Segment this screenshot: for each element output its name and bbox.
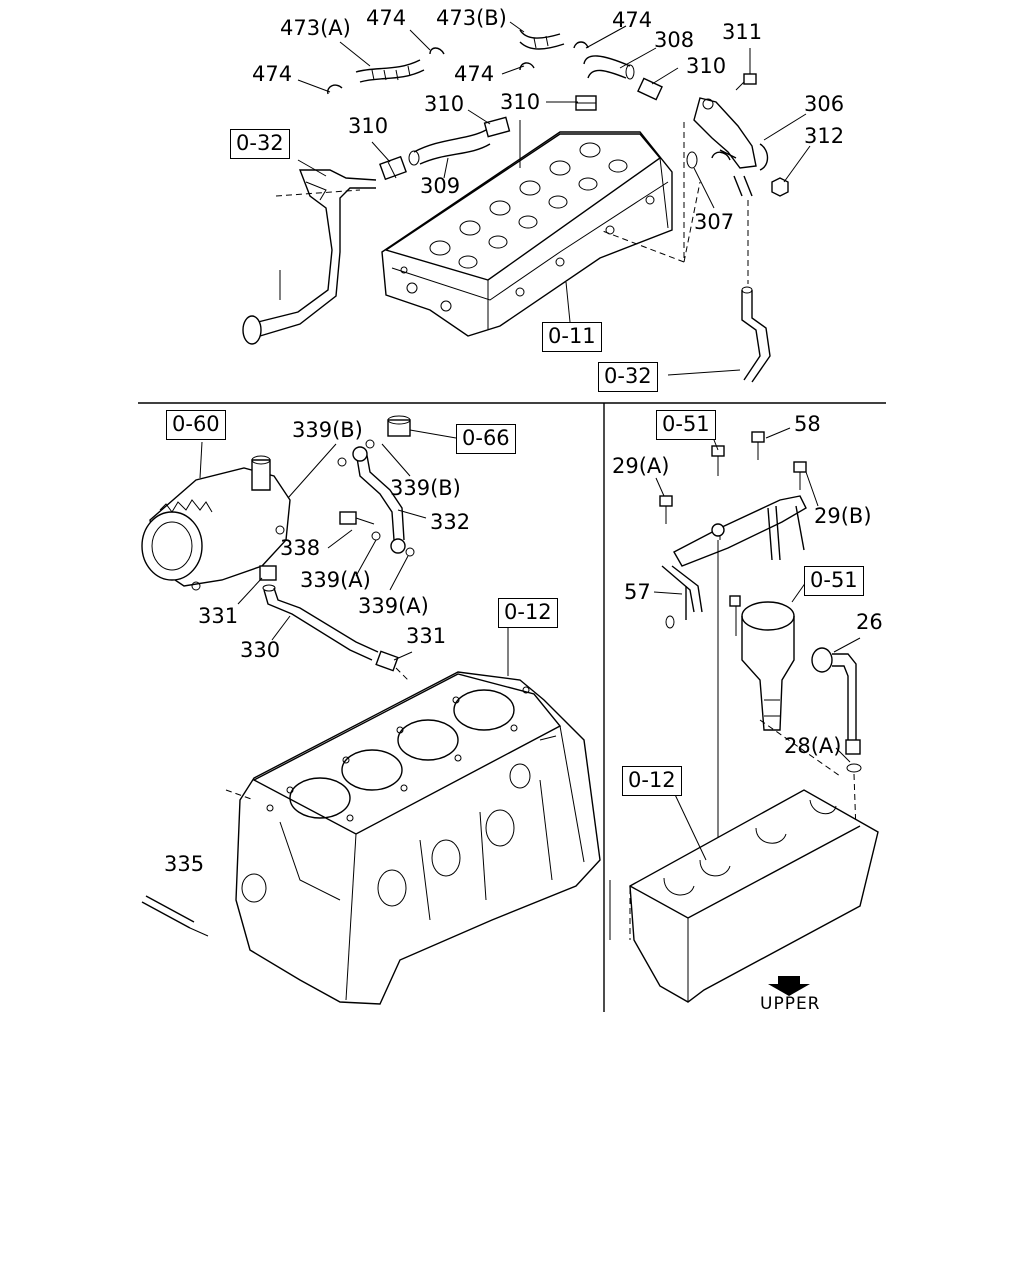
callout-309-hose: 309	[420, 174, 461, 198]
hose-473a	[355, 59, 425, 83]
oil-pressure-sensor	[729, 595, 795, 731]
callout-474-clip-d: 474	[454, 62, 495, 86]
callout-473a-hose: 473(A)	[280, 16, 351, 40]
bolt-29b	[793, 461, 807, 490]
bolt-338	[339, 511, 375, 525]
lower-left-leader-lines	[199, 441, 509, 676]
block-bolt-holes	[266, 686, 530, 822]
ref-0-32-left[interactable]: 0-32	[230, 129, 290, 159]
callout-310-clamp-c: 310	[500, 90, 541, 114]
callout-339a-washer-a: 339(A)	[300, 568, 371, 592]
lower-crankcase	[609, 719, 879, 1003]
callout-474-clip-b: 474	[612, 8, 653, 32]
callout-308-hose: 308	[654, 28, 695, 52]
cam-journals	[400, 142, 655, 312]
cylinder-bores	[289, 689, 515, 819]
cylinder-head	[381, 120, 701, 337]
callout-331-clamp-a: 331	[198, 604, 239, 628]
bolt-29a	[659, 495, 673, 524]
hose-473b	[519, 29, 565, 50]
cylinder-block	[225, 671, 601, 1005]
callout-339b-washer-a: 339(B)	[292, 418, 363, 442]
wire-harness-26	[811, 647, 861, 755]
hose-clamp-310-left	[379, 155, 407, 181]
top-leader-lines	[297, 21, 811, 376]
hose-clamp-331	[375, 650, 411, 683]
callout-338-bolt: 338	[280, 536, 321, 560]
ref-0-32-right[interactable]: 0-32	[598, 362, 658, 392]
nut-312	[771, 177, 789, 197]
bolt-311	[735, 73, 757, 91]
ref-0-60[interactable]: 0-60	[166, 410, 226, 440]
clips-474	[327, 41, 589, 95]
ref-0-51-upper[interactable]: 0-51	[656, 410, 716, 440]
water-outlet-306	[693, 97, 769, 197]
ref-0-11[interactable]: 0-11	[542, 322, 602, 352]
right-water-pipe	[741, 200, 771, 383]
callout-339b-washer-b: 339(B)	[390, 476, 461, 500]
callout-312-nut: 312	[804, 124, 845, 148]
ref-0-51-lower[interactable]: 0-51	[804, 566, 864, 596]
callout-474-clip-a: 474	[366, 6, 407, 30]
ref-0-12-right[interactable]: 0-12	[622, 766, 682, 796]
callout-29a-bolt: 29(A)	[612, 454, 670, 478]
upper-direction-label: UPPER	[760, 994, 821, 1014]
ref-0-12-left[interactable]: 0-12	[498, 598, 558, 628]
bolt-upper-0-51	[711, 445, 725, 476]
hose-clamp-310-upper	[483, 116, 511, 138]
callout-335-stud: 335	[164, 852, 205, 876]
callout-307-o-ring: 307	[694, 210, 735, 234]
hose-309	[408, 129, 491, 166]
hose-308	[583, 55, 635, 80]
callout-474-clip-c: 474	[252, 62, 293, 86]
callout-331-clamp-b: 331	[406, 624, 447, 648]
union-bolt-0-66	[387, 415, 457, 439]
callout-306-outlet: 306	[804, 92, 845, 116]
o-ring-307	[686, 151, 698, 169]
callout-29b-bolt: 29(B)	[814, 504, 872, 528]
callout-310-clamp-d: 310	[348, 114, 389, 138]
callout-310-clamp-a: 310	[686, 54, 727, 78]
oil-jet-pipe-assembly	[661, 495, 807, 851]
gasket-28a	[846, 763, 862, 833]
callout-330-hose: 330	[240, 638, 281, 662]
hose-330	[259, 565, 379, 661]
left-water-pipe	[242, 169, 377, 345]
stud-335	[141, 895, 209, 937]
callout-28a-gasket: 28(A)	[784, 734, 842, 758]
lower-right-leader-lines	[653, 427, 861, 861]
callout-339a-washer-b: 339(A)	[358, 594, 429, 618]
callout-26-harness: 26	[856, 610, 883, 634]
callout-311-bolt: 311	[722, 20, 763, 44]
callout-332-oil-pipe: 332	[430, 510, 471, 534]
hose-clamp-310-right	[637, 77, 663, 101]
callout-58-check-valve: 58	[794, 412, 821, 436]
oil-pipe-332	[337, 439, 415, 557]
section-dividers	[138, 402, 886, 1012]
callout-473b-hose: 473(B)	[436, 6, 507, 30]
vacuum-pump	[141, 455, 291, 591]
ref-0-66[interactable]: 0-66	[456, 424, 516, 454]
callout-57-oil-jet: 57	[624, 580, 651, 604]
hose-clamp-310-center	[575, 95, 597, 111]
check-valve-58	[751, 431, 765, 460]
callout-310-clamp-b: 310	[424, 92, 465, 116]
